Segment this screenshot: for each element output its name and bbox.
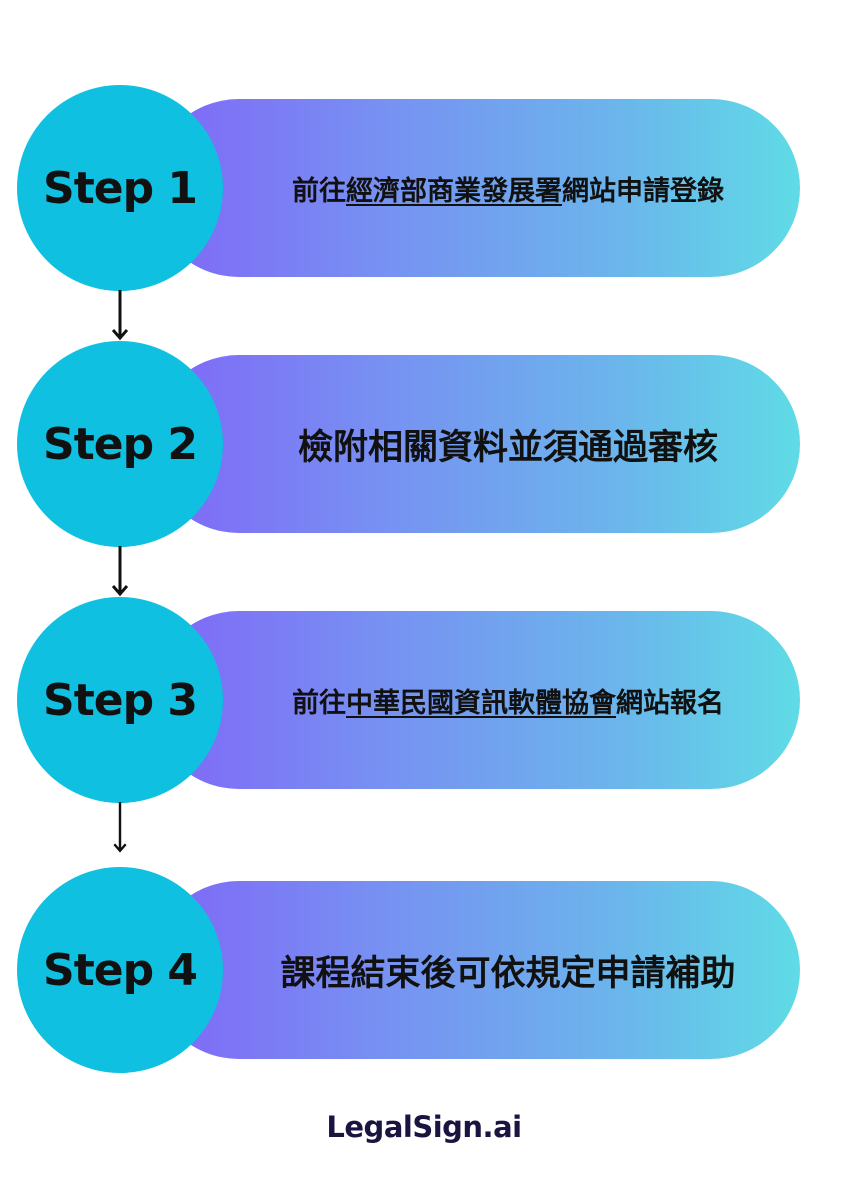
step-2-circle: Step 2	[17, 341, 223, 547]
step-4-text: 課程結束後可依規定申請補助	[280, 953, 736, 994]
step-2-label: Step 2	[43, 418, 198, 470]
step-3-circle: Step 3	[17, 597, 223, 803]
step-1-bar	[150, 99, 800, 277]
step-1-text: 前往經濟部商業發展署網站申請登錄	[222, 85, 794, 291]
step-3-text-before: 前往	[292, 687, 346, 719]
step-1-text-after: 網站申請登錄	[562, 175, 724, 207]
step-4-circle: Step 4	[17, 867, 223, 1073]
step-3: Step 3 前往中華民國資訊軟體協會網站報名	[0, 597, 848, 803]
step-3-link[interactable]: 中華民國資訊軟體協會	[346, 687, 616, 719]
step-3-bar	[150, 611, 800, 789]
arrow-down-icon	[111, 546, 129, 597]
step-2-text: 檢附相關資料並須通過審核	[297, 427, 718, 468]
arrow-down-icon	[111, 290, 129, 341]
step-1-text-before: 前往	[292, 175, 346, 207]
step-2-bar	[150, 355, 800, 533]
step-1-link[interactable]: 經濟部商業發展署	[346, 175, 562, 207]
step-1-label: Step 1	[43, 162, 198, 214]
arrow-down-icon	[113, 802, 127, 853]
step-4-label: Step 4	[43, 944, 198, 996]
step-4: Step 4 課程結束後可依規定申請補助	[0, 867, 848, 1073]
step-2: Step 2 檢附相關資料並須通過審核	[0, 341, 848, 547]
step-3-label: Step 3	[43, 674, 198, 726]
step-4-bar	[150, 881, 800, 1059]
step-3-text: 前往中華民國資訊軟體協會網站報名	[222, 597, 794, 803]
step-3-text-after: 網站報名	[616, 687, 724, 719]
legalsign-logo: LegalSign.ai	[326, 1110, 522, 1144]
step-1-circle: Step 1	[17, 85, 223, 291]
step-1: Step 1 前往經濟部商業發展署網站申請登錄	[0, 85, 848, 291]
